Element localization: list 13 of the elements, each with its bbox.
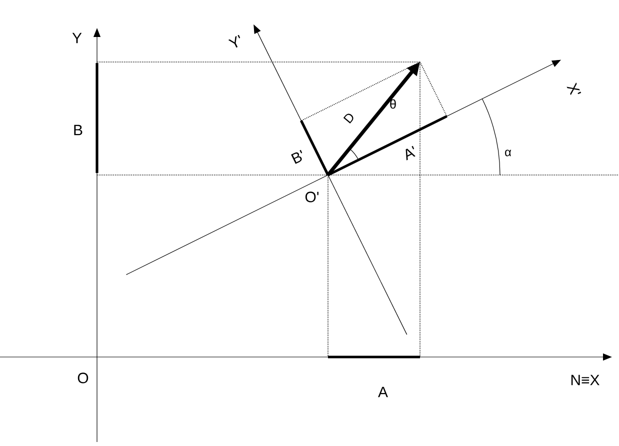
axis-label: A' [406, 146, 416, 160]
axis-label: B' [291, 150, 302, 164]
axis-label: Y' [228, 34, 240, 48]
axis-label: X' [566, 82, 582, 96]
axis-label: θ [390, 99, 396, 109]
axis-label: α [505, 150, 512, 156]
axis-label: D [343, 114, 354, 124]
axis-label: Y [72, 32, 82, 44]
axis-label: N≡X [571, 374, 600, 386]
axis-label: O' [305, 192, 318, 202]
axis-label: O [78, 372, 88, 384]
axis-label: B [74, 124, 82, 136]
axis-label: A [378, 386, 388, 398]
